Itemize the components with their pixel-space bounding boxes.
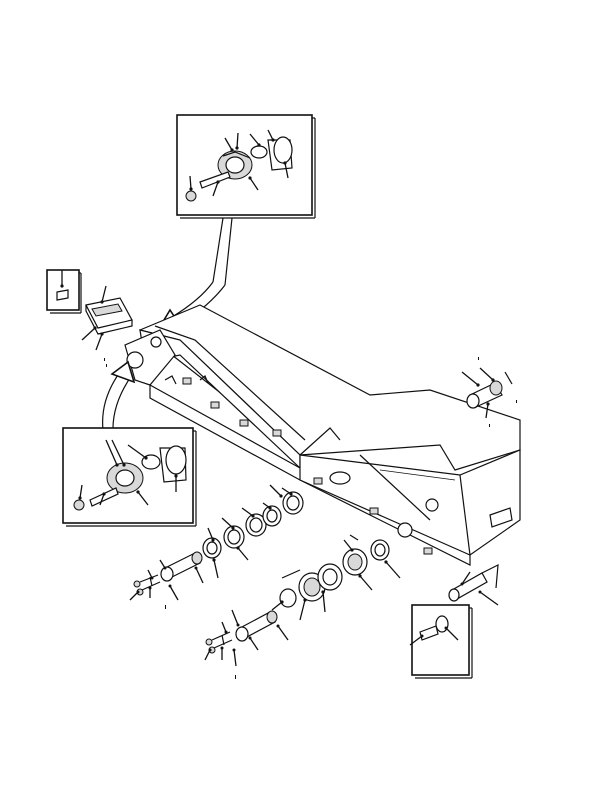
cap-screw-detail <box>46 269 82 314</box>
right-pin-detail <box>409 604 473 679</box>
lower-pin-assemblies <box>129 551 289 679</box>
shim-plate-assembly <box>81 285 133 367</box>
right-upper-pin-assembly <box>461 357 517 427</box>
main-frame-boom <box>124 304 521 566</box>
bushing-ring-stack <box>202 484 401 621</box>
left-pivot-detail <box>62 427 197 527</box>
callout-arrows <box>189 129 289 197</box>
left-detail-pointer-arrow <box>102 360 136 433</box>
right-lower-pin <box>448 563 499 606</box>
top-pivot-detail <box>176 114 316 286</box>
